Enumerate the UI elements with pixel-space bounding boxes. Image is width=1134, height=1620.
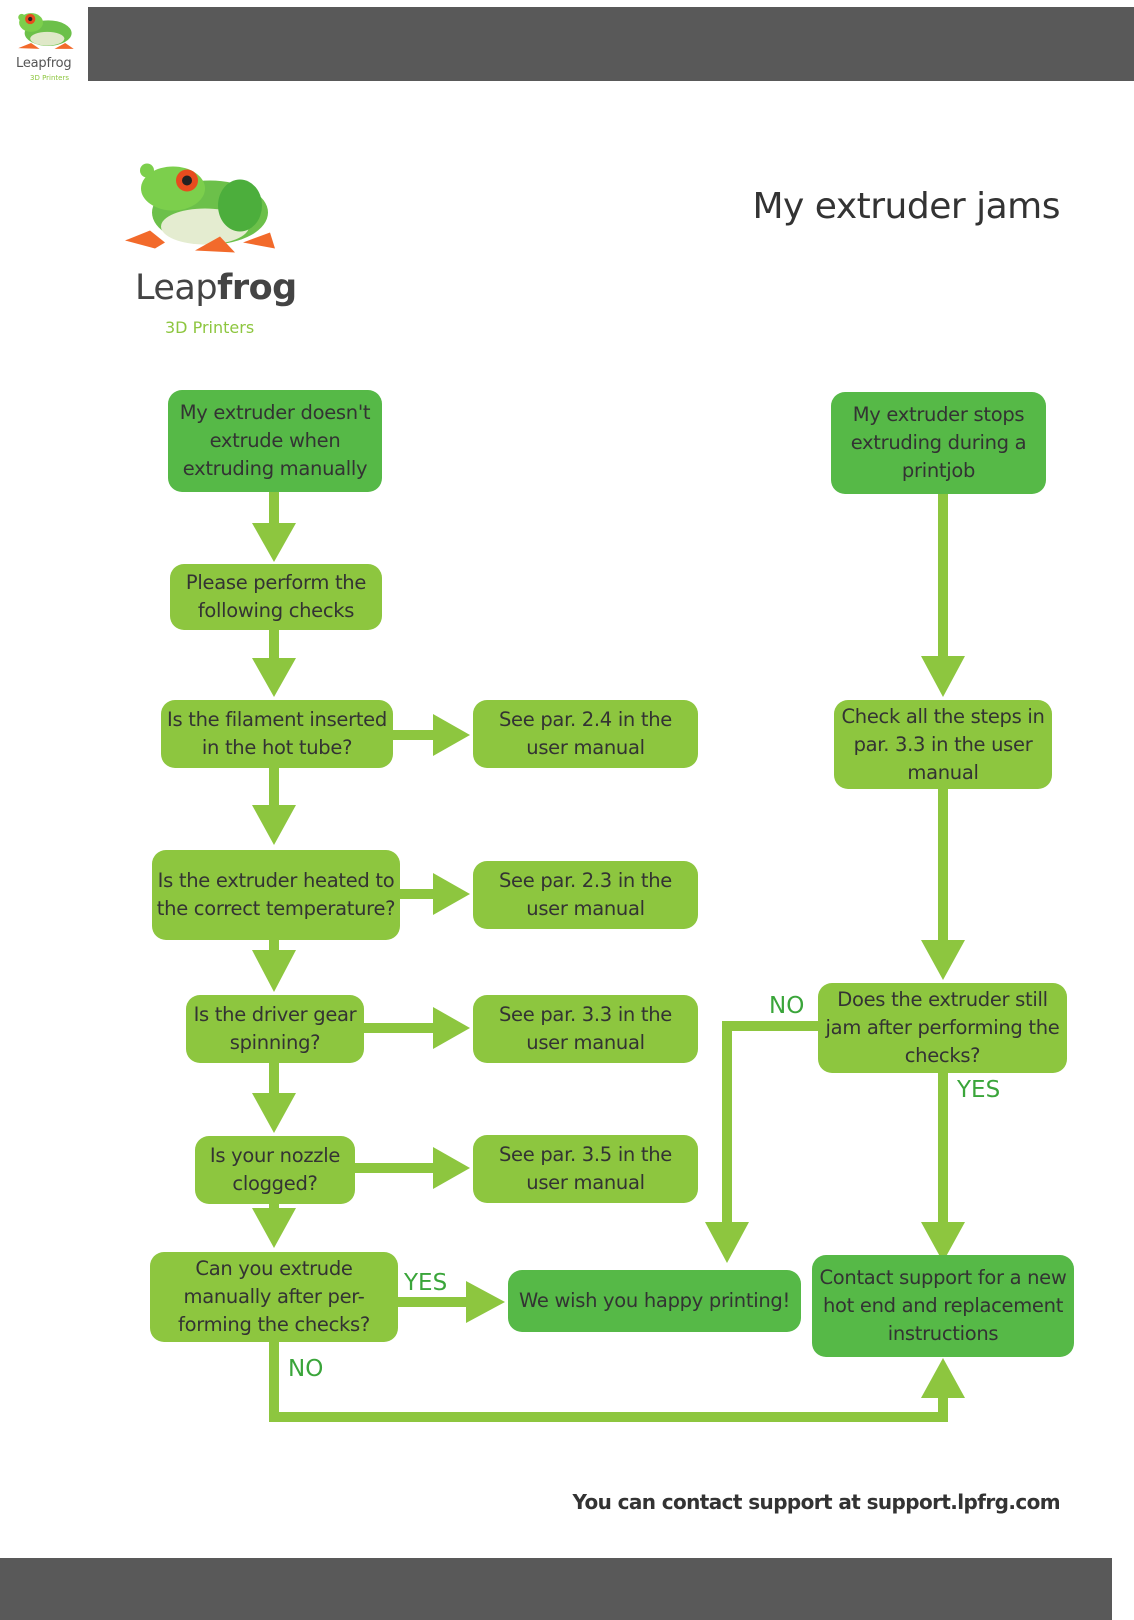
arrow-heated-to-answer (398, 873, 470, 915)
arrow-right-checks-to-still-jam (921, 787, 965, 980)
arrow-nozzle-to-manual (252, 1203, 296, 1248)
arrow-filament-to-heated (252, 765, 296, 845)
box-question-nozzle: Is your nozzle clogged? (195, 1136, 355, 1204)
frog-icon (125, 163, 275, 253)
brand-wordmark: Leapfrog (135, 268, 297, 308)
box-question-gear: Is the driver gear spinning? (186, 995, 364, 1063)
header-brand-sub: 3D Printers (30, 74, 70, 82)
box-contact-support: Contact support for a new hot end and re… (812, 1255, 1074, 1357)
arrow-heated-to-gear (252, 938, 296, 992)
box-left-checks: Please perform the following checks (170, 564, 382, 630)
arrow-nozzle-to-answer (354, 1147, 470, 1189)
box-answer-filament: See par. 2.4 in the user manual (473, 700, 698, 768)
box-answer-heated: See par. 2.3 in the user manual (473, 861, 698, 929)
arrow-gear-to-nozzle (252, 1060, 296, 1133)
box-right-checks: Check all the steps in par. 3.3 in the u… (834, 700, 1052, 789)
arrow-gear-to-answer (363, 1007, 470, 1049)
box-question-filament: Is the filament inserted in the hot tube… (161, 700, 393, 768)
label-no-still-jam: NO (769, 993, 805, 1019)
box-answer-nozzle: See par. 3.5 in the user manual (473, 1135, 698, 1203)
header-brand-wordmark: Leapfrog (16, 56, 72, 71)
label-no-manual: NO (288, 1356, 324, 1382)
brand-sub: 3D Printers (165, 318, 255, 337)
arrow-filament-to-answer (392, 714, 470, 756)
box-question-still-jam: Does the extruder still jam after perfor… (818, 983, 1067, 1073)
box-happy-printing: We wish you happy printing! (508, 1270, 801, 1332)
footer-bar (0, 1558, 1112, 1620)
header-bar (88, 7, 1134, 81)
page-title: My extruder jams (752, 186, 1061, 227)
label-yes-still-jam: YES (957, 1077, 1001, 1103)
box-answer-gear: See par. 3.3 in the user manual (473, 995, 698, 1063)
support-contact-note: You can contact support at support.lpfrg… (572, 1490, 1060, 1514)
arrow-still-jam-yes-to-contact (921, 1070, 965, 1262)
arrow-right-start-to-checks (921, 494, 965, 697)
brand-logo: Leapfrog 3D Printers (125, 158, 297, 338)
frog-icon (18, 13, 74, 49)
box-question-manual: Can you extrude manually after per-formi… (150, 1252, 398, 1342)
label-yes-manual: YES (404, 1270, 448, 1296)
arrow-still-jam-no-to-happy (705, 1021, 819, 1263)
box-question-heated: Is the extruder heated to the correct te… (152, 850, 400, 940)
box-left-start: My extruder doesn't extrude when extrudi… (168, 390, 382, 492)
box-right-start: My extruder stops extruding during a pri… (831, 392, 1046, 494)
arrow-manual-no-to-contact (269, 1340, 965, 1422)
arrow-checks-to-filament (252, 627, 296, 697)
arrow-start-to-checks (252, 490, 296, 562)
header-logo: Leapfrog 3D Printers (10, 8, 80, 86)
arrow-manual-yes-to-happy (398, 1281, 505, 1323)
